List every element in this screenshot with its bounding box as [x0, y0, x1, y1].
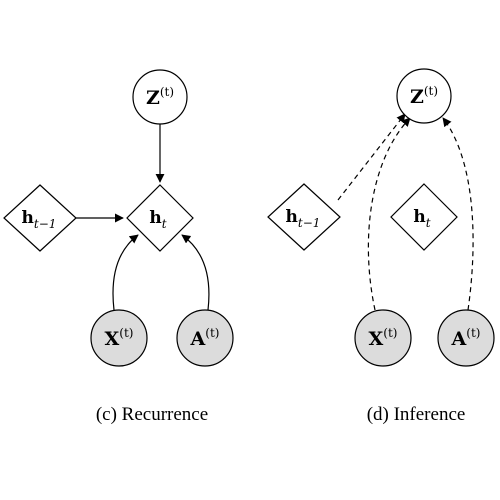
node-x-symbol: X: [369, 328, 384, 350]
svg-text:ht: ht: [149, 208, 166, 231]
node-a-recurrence: A(t): [176, 309, 234, 367]
svg-text:ht: ht: [413, 207, 430, 230]
node-x-superscript: (t): [119, 326, 133, 340]
node-hprev-subscript: t−1: [298, 216, 321, 230]
node-a-superscript: (t): [205, 326, 219, 340]
observed-circle: [90, 309, 148, 367]
node-z-symbol: Z: [146, 87, 160, 109]
node-a-symbol: A: [451, 328, 467, 350]
edge-a-to-ht: [181, 234, 210, 311]
edge-x-to-z-dashed: [367, 117, 411, 311]
node-x-inference: X(t): [354, 309, 412, 367]
diamond-shape: [3, 184, 77, 252]
diamond-shape: [390, 183, 458, 251]
node-z-inference: Z(t): [396, 68, 452, 124]
latent-circle: [132, 69, 188, 125]
node-ht-recurrence: ht: [126, 184, 194, 252]
node-a-symbol: A: [190, 328, 206, 350]
svg-text:Z(t): Z(t): [410, 84, 438, 108]
diamond-shape: [267, 183, 341, 251]
node-ht-symbol: h: [149, 208, 161, 228]
node-a-superscript: (t): [466, 326, 480, 340]
node-x-superscript: (t): [383, 326, 397, 340]
svg-text:X(t): X(t): [105, 326, 134, 350]
node-x-recurrence: X(t): [90, 309, 148, 367]
node-hprev-symbol: h: [22, 208, 34, 228]
node-x-symbol: X: [105, 328, 120, 350]
observed-circle: [176, 309, 234, 367]
panel-inference: Z(t) ht−1 ht X(t) A(: [267, 68, 495, 425]
node-hprev-symbol: h: [286, 207, 298, 227]
node-hprev-subscript: t−1: [34, 217, 57, 231]
node-ht-subscript: t: [162, 217, 167, 231]
latent-circle: [396, 68, 452, 124]
caption-recurrence: (c) Recurrence: [96, 404, 208, 425]
panel-recurrence: Z(t) ht−1 ht X(t) A(: [3, 69, 234, 425]
observed-circle: [354, 309, 412, 367]
svg-text:ht−1: ht−1: [22, 208, 57, 231]
svg-text:A(t): A(t): [451, 326, 481, 350]
node-z-superscript: (t): [424, 84, 438, 98]
svg-text:Z(t): Z(t): [146, 85, 174, 109]
node-z-symbol: Z: [410, 86, 424, 108]
edge-x-to-ht: [112, 234, 139, 311]
node-ht-subscript: t: [426, 216, 431, 230]
svg-text:X(t): X(t): [369, 326, 398, 350]
svg-text:A(t): A(t): [190, 326, 220, 350]
edge-hprev-to-z-dashed: [337, 113, 406, 201]
node-z-superscript: (t): [160, 85, 174, 99]
node-ht-inference: ht: [390, 183, 458, 251]
observed-circle: [437, 309, 495, 367]
node-z-recurrence: Z(t): [132, 69, 188, 125]
svg-text:ht−1: ht−1: [286, 207, 321, 230]
node-hprev-recurrence: ht−1: [3, 184, 77, 252]
node-ht-symbol: h: [413, 207, 425, 227]
caption-inference: (d) Inference: [367, 404, 466, 425]
node-hprev-inference: ht−1: [267, 183, 341, 251]
node-a-inference: A(t): [437, 309, 495, 367]
diamond-shape: [126, 184, 194, 252]
